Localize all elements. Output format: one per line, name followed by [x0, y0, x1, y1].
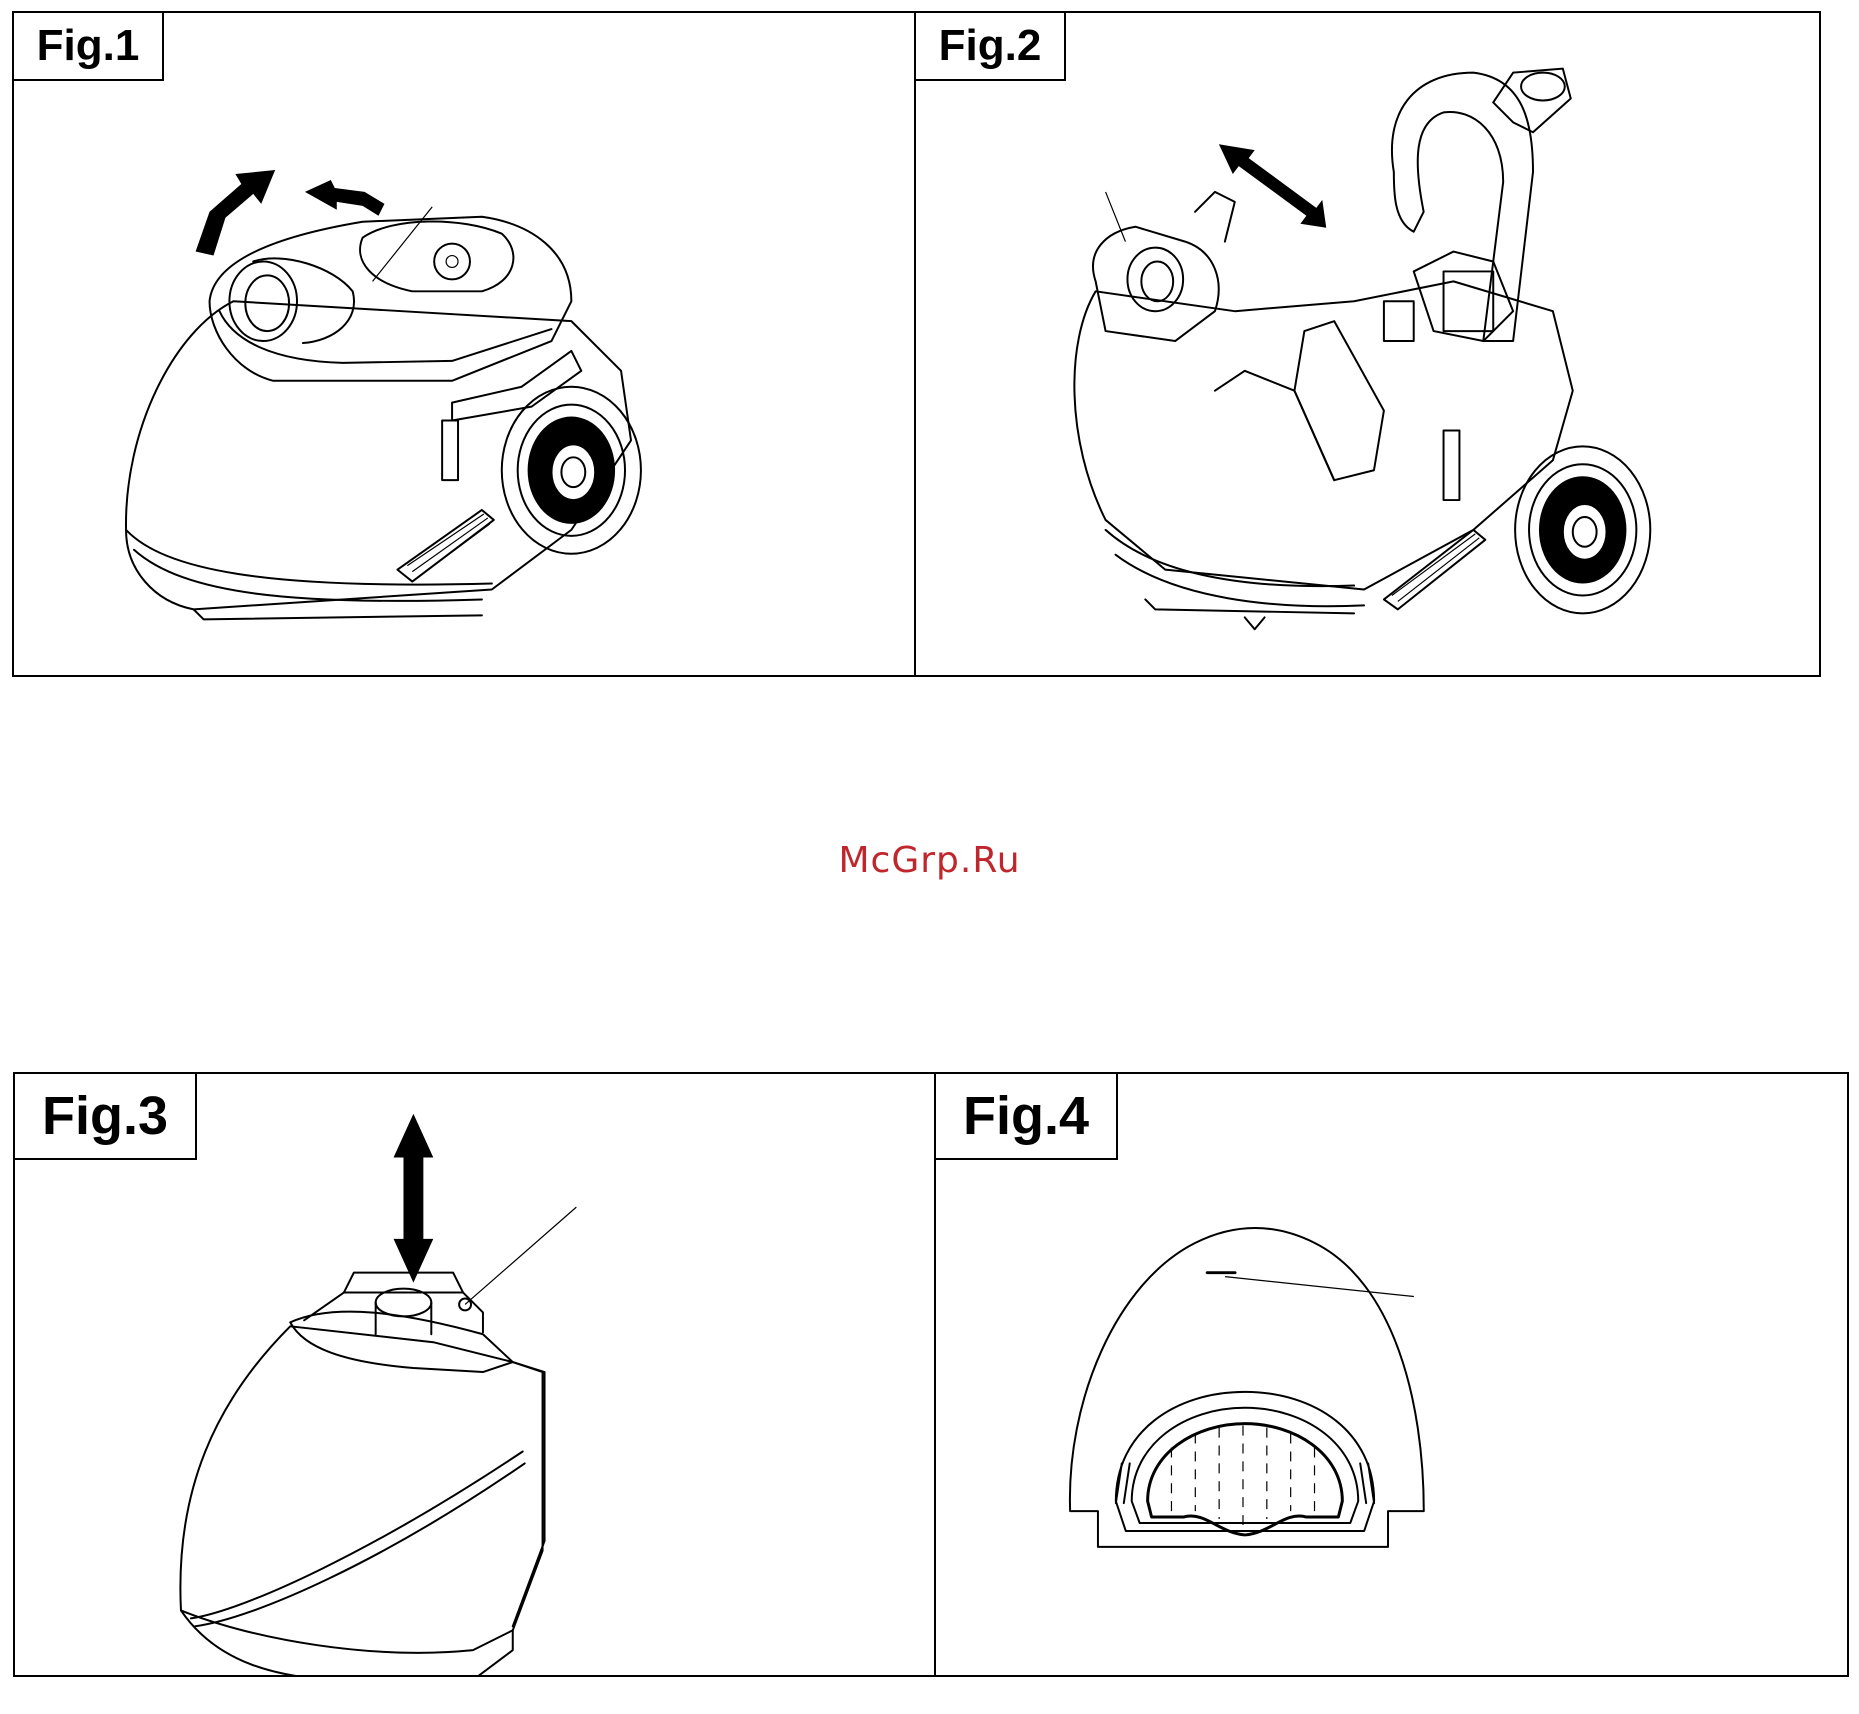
vertical-double-arrow-icon: [394, 1114, 434, 1283]
watermark-text: McGrp.Ru: [0, 840, 1859, 881]
double-arrow-icon: [305, 180, 385, 216]
figure-3-dust-container-illustration: [15, 1074, 938, 1675]
rotate-arrow-icon: [196, 170, 276, 255]
figure-1-panel: Fig.1: [12, 11, 916, 677]
figure-2-vacuum-open-illustration: [916, 13, 1819, 675]
double-arrow-icon: [1219, 144, 1326, 227]
figure-4-panel: Fig.4: [934, 1072, 1849, 1677]
figure-2-panel: Fig.2: [914, 11, 1821, 677]
figure-3-panel: Fig.3: [13, 1072, 940, 1677]
figure-1-vacuum-illustration: [14, 13, 914, 675]
figure-4-filter-illustration: [936, 1074, 1847, 1675]
